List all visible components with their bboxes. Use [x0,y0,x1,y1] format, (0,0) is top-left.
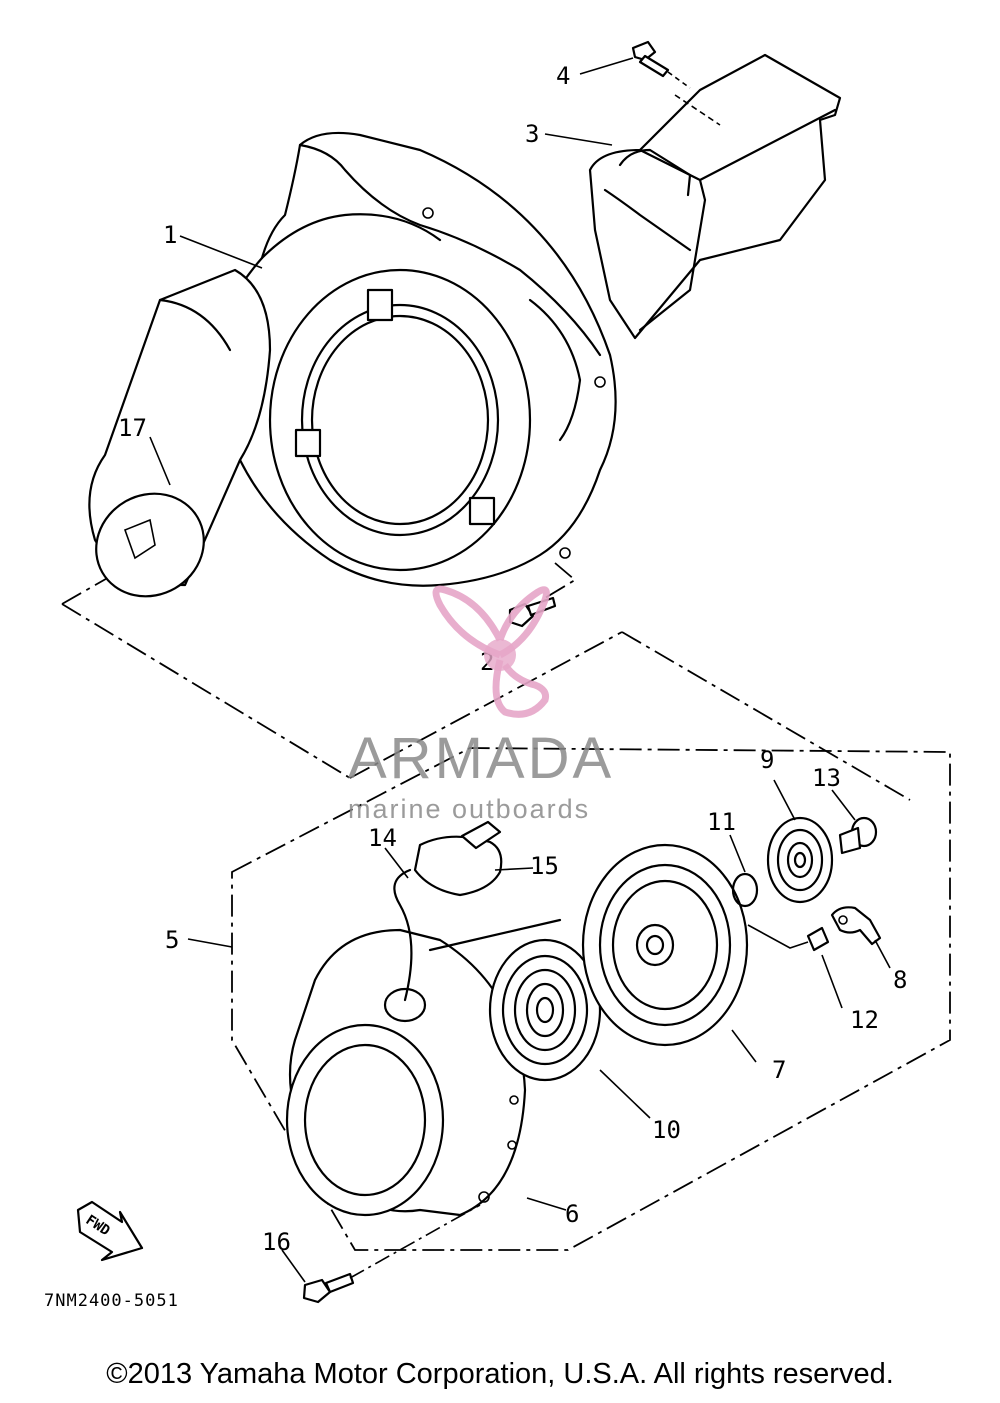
center-bolt-part [838,816,878,855]
callout-8: 8 [893,966,907,994]
lower-group-boundary [231,747,951,1251]
callout-17: 17 [118,414,147,442]
watermark-title: ARMADA [348,726,614,791]
callout-6: 6 [565,1200,579,1228]
callout-13: 13 [812,764,841,792]
callout-1: 1 [163,221,177,249]
copyright-notice: ©2013 Yamaha Motor Corporation, U.S.A. A… [106,1358,894,1390]
air-duct-part [588,53,842,340]
drive-plate-part [766,816,834,904]
propeller-hub [484,639,516,671]
recoil-spring-part [428,918,602,1082]
callout-3: 3 [525,120,539,148]
callout-16: 16 [262,1228,291,1256]
callout-15: 15 [530,852,559,880]
starter-case-part [285,928,527,1217]
pawl-part [830,906,882,946]
pawl-spring-part [806,926,830,952]
callout-11: 11 [707,808,736,836]
callout-4: 4 [556,62,570,90]
callout-7: 7 [772,1056,786,1084]
circlip-part [731,872,759,908]
watermark-subtitle: marine outboards [348,794,590,824]
propeller-icon [432,585,550,718]
callout-10: 10 [652,1116,681,1144]
watermark-logo: ARMADA marine outboards [348,585,614,824]
case-bolt-part [302,1204,481,1304]
duct-bolt-part [631,40,691,89]
leader-lines [149,57,891,1283]
flywheel-cover-part [218,131,617,587]
callout-9: 9 [760,746,774,774]
pulley-part [581,843,749,1047]
callout-12: 12 [850,1006,879,1034]
callout-14: 14 [368,824,397,852]
pawl-leader [747,924,809,949]
forward-arrow-icon: FWD [76,1200,144,1262]
collar-part [88,268,272,598]
diagram-code: 7NM2400-5051 [44,1291,179,1311]
callout-5: 5 [165,926,179,954]
starter-handle-part [393,820,503,1002]
